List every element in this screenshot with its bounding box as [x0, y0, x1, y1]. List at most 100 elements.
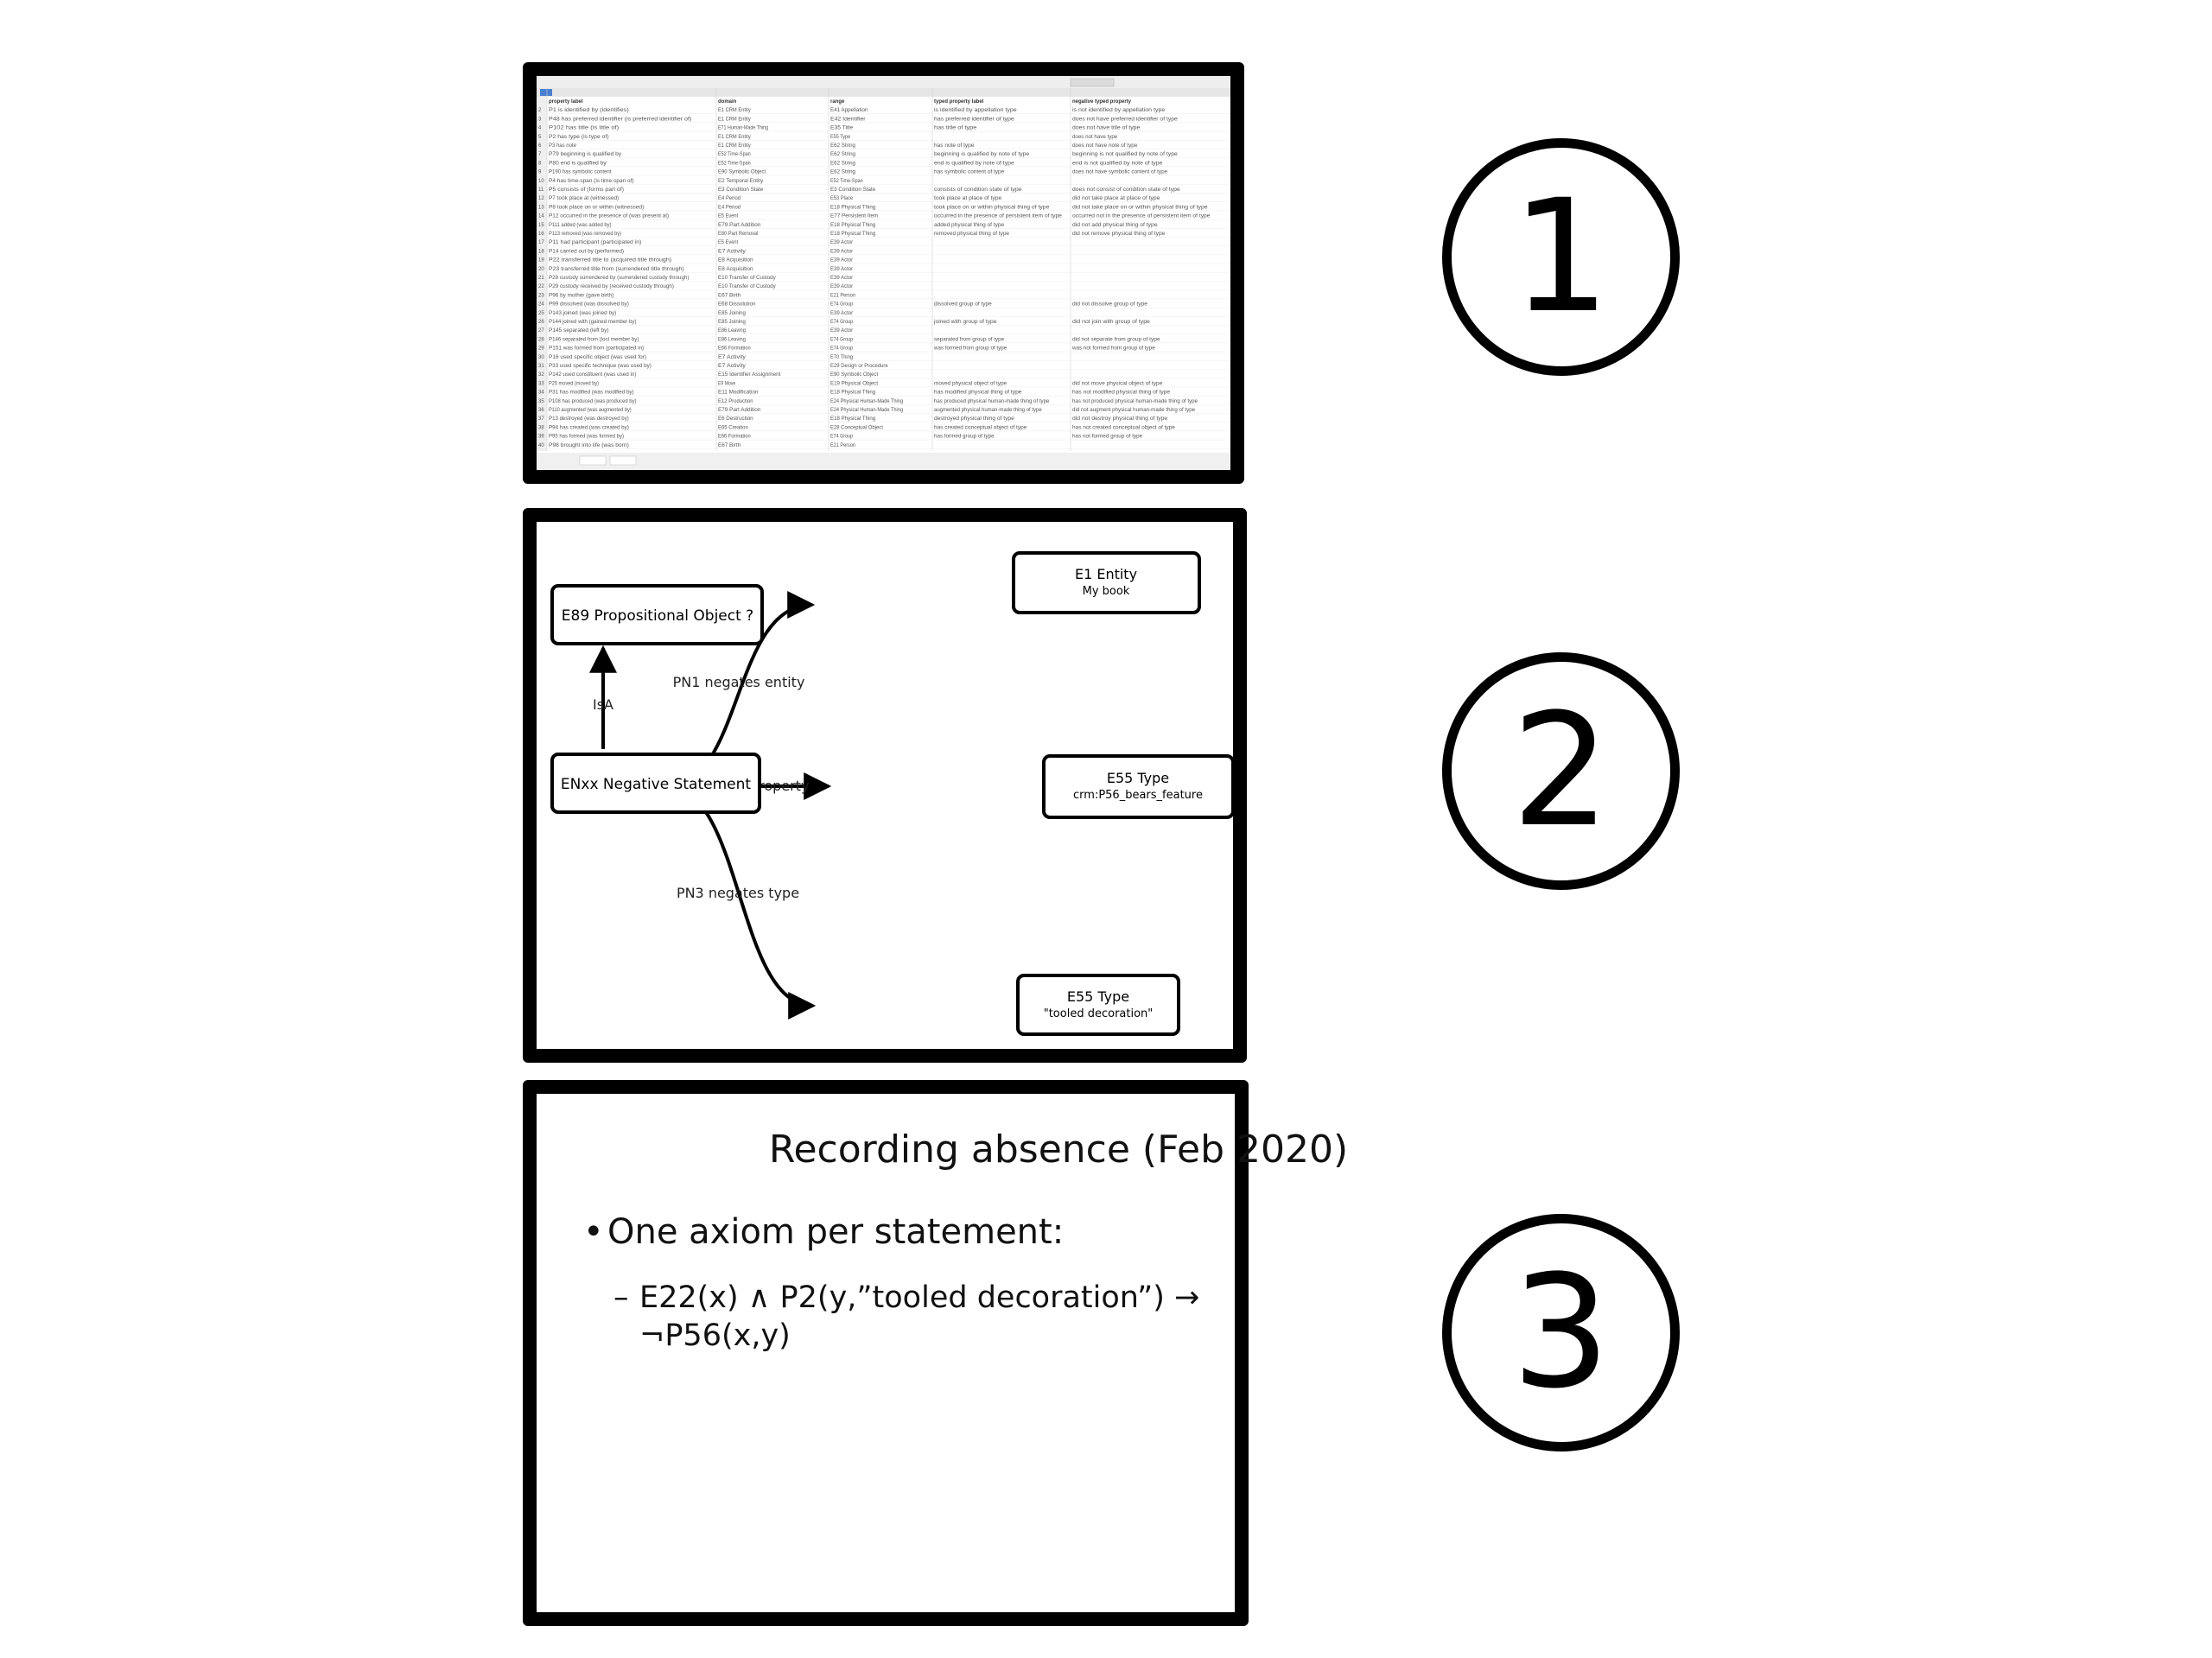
sheet-cell[interactable]: took place at place of type [934, 196, 1002, 201]
sheet-cell[interactable]: is not identified by appellation type [1072, 108, 1166, 113]
sheet-cell[interactable]: P144 joined with (gained member by) [549, 320, 637, 325]
sheet-cell[interactable]: E18 Physical Thing [830, 416, 875, 422]
sheet-cell[interactable]: E7 Activity [718, 249, 746, 254]
sheet-cell[interactable]: P96 by mother (gave birth) [549, 293, 613, 298]
sheet-cell[interactable]: P110 augmented (was augmented by) [549, 408, 632, 413]
sheet-cell[interactable]: P3 has note [549, 143, 577, 149]
sheet-cell[interactable]: E15 Identifier Assignment [718, 372, 781, 378]
sheet-cell[interactable]: has preferred identifier of type [934, 117, 1015, 122]
sheet-cell[interactable]: E62 String [830, 170, 855, 175]
sheet-cell[interactable]: P11 had participant (participated in) [549, 240, 641, 245]
sheet-cell[interactable]: P113 removed (was removed by) [549, 232, 621, 237]
sheet-cell[interactable]: P25 moved (moved by) [549, 381, 599, 386]
sheet-cell[interactable]: P151 was formed from (participated in) [549, 346, 644, 352]
sheet-cell[interactable]: E67 Birth [718, 293, 741, 298]
sheet-cell[interactable]: E39 Actor [830, 276, 853, 281]
sheet-cell[interactable]: P22 transferred title to (acquired title… [549, 258, 671, 264]
sheet-header-cell[interactable]: range [830, 99, 845, 105]
sheet-header-cell[interactable]: typed property label [934, 99, 984, 105]
sheet-cell[interactable]: P4 has time-span (is time-span of) [549, 179, 634, 184]
sheet-cell[interactable]: E3 Condition State [830, 187, 876, 193]
sheet-cell[interactable]: E67 Birth [718, 443, 741, 448]
sheet-cell[interactable]: E39 Actor [830, 311, 853, 316]
sheet-cell[interactable]: occurred not in the presence of persiste… [1072, 214, 1211, 219]
sheet-cell[interactable]: E1 CRM Entity [718, 143, 751, 149]
sheet-cell[interactable]: E74 Group [830, 320, 854, 325]
sheet-cell[interactable]: does not have type [1072, 135, 1118, 140]
sheet-cell[interactable]: E66 Formation [718, 346, 751, 352]
sheet-cell[interactable]: P142 used constituent (was used in) [549, 372, 637, 378]
sheet-cell[interactable]: E7 Activity [718, 355, 746, 360]
sheet-cell[interactable]: E18 Physical Thing [830, 391, 875, 396]
sheet-cell[interactable]: E52 Time-Span [718, 161, 751, 166]
sheet-cell[interactable]: P80 end is qualified by [549, 161, 607, 166]
sheet-cell[interactable]: did not destroy physical thing of type [1072, 416, 1168, 422]
sheet-cell[interactable]: did not augment physical human-made thin… [1072, 408, 1196, 413]
sheet-cell[interactable]: E74 Group [830, 302, 854, 308]
sheet-cell[interactable]: has created conceptual object of type [934, 425, 1027, 430]
sheet-cell[interactable]: E62 String [830, 152, 855, 157]
sheet-cell[interactable]: E39 Actor [830, 258, 853, 264]
sheet-cell[interactable]: E4 Period [718, 205, 741, 210]
sheet-cell[interactable]: moved physical object of type [934, 381, 1007, 386]
sheet-cell[interactable]: E21 Person [830, 443, 855, 448]
sheet-cell[interactable]: P7 took place at (witnessed) [549, 196, 619, 201]
sheet-cell[interactable]: E66 Formation [718, 435, 751, 440]
sheet-cell[interactable]: has note of type [934, 143, 975, 149]
sheet-cell[interactable]: P94 has created (was created by) [549, 425, 629, 430]
sheet-cell[interactable]: E77 Persistent Item [830, 214, 878, 219]
sheet-cell[interactable]: E74 Group [830, 337, 854, 342]
sheet-cell[interactable]: does not have preferred identifier of ty… [1072, 117, 1179, 122]
sheet-cell[interactable]: E52 Time-Span [718, 152, 751, 157]
sheet-cell[interactable]: E5 Event [718, 240, 739, 245]
sheet-cell[interactable]: E90 Symbolic Object [718, 170, 766, 175]
sheet-cell[interactable]: did not join with group of type [1072, 320, 1151, 325]
sheet-cell[interactable]: E80 Part Removal [718, 232, 758, 237]
sheet-header-cell[interactable]: domain [718, 99, 737, 105]
sheet-cell[interactable]: end is qualified by note of type [934, 161, 1015, 166]
sheet-cell[interactable]: E18 Physical Thing [830, 223, 875, 228]
sheet-cell[interactable]: separated from group of type [934, 337, 1005, 342]
sheet-cell[interactable]: consists of condition state of type [934, 187, 1022, 193]
sheet-cell[interactable]: E52 Time-Span [830, 179, 863, 184]
sheet-cell[interactable]: E10 Transfer of Custody [718, 284, 776, 289]
sheet-cell[interactable]: P145 separated (left by) [549, 328, 609, 334]
sheet-cell[interactable]: P111 added (was added by) [549, 223, 612, 228]
sheet-cell[interactable]: P1 is identified by (identifies) [549, 108, 629, 113]
sheet-cell[interactable]: augmented physical human-made thing of t… [934, 408, 1042, 413]
sheet-cell[interactable]: E53 Place [830, 196, 854, 201]
sheet-cell[interactable]: E39 Actor [830, 240, 853, 245]
sheet-cell[interactable]: E39 Actor [830, 328, 853, 334]
sheet-cell[interactable]: occurred in the presence of persistent i… [934, 214, 1063, 219]
sheet-cell[interactable]: E8 Acquisition [718, 267, 753, 272]
sheet-cell[interactable]: dissolved group of type [934, 302, 992, 308]
sheet-cell[interactable]: took place on or within physical thing o… [934, 205, 1050, 210]
sheet-cell[interactable]: E24 Physical Human-Made Thing [830, 408, 903, 413]
sheet-cell[interactable]: did not move physical object of type [1072, 381, 1163, 386]
sheet-cell[interactable]: E55 Type [830, 135, 851, 140]
sheet-cell[interactable]: E62 String [830, 161, 855, 166]
sheet-cell[interactable]: beginning is qualified by note of type [934, 152, 1030, 157]
sheet-cell[interactable]: is identified by appellation type [934, 108, 1017, 113]
sheet-cell[interactable]: has formed group of type [934, 435, 995, 440]
sheet-cell[interactable]: E79 Part Addition [718, 408, 760, 413]
sheet-cell[interactable]: did not dissolve group of type [1072, 302, 1148, 308]
sheet-cell[interactable]: P29 custody received by (received custod… [549, 284, 674, 289]
sheet-cell[interactable]: does not have title of type [1072, 126, 1141, 131]
sheet-cell[interactable]: did not take place on or within physical… [1072, 205, 1208, 210]
sheet-cell[interactable]: E28 Conceptual Object [830, 425, 883, 430]
sheet-cell[interactable]: E41 Appellation [830, 108, 868, 113]
sheet-cell[interactable]: E85 Joining [718, 320, 746, 325]
sheet-cell[interactable]: P190 has symbolic content [549, 170, 612, 175]
sheet-cell[interactable]: P108 has produced (was produced by) [549, 399, 637, 404]
sheet-cell[interactable]: P28 custody surrendered by (surrendered … [549, 276, 689, 281]
sheet-cell[interactable]: P146 separated from (lost member by) [549, 337, 639, 342]
sheet-cell[interactable]: E10 Transfer of Custody [718, 276, 776, 281]
sheet-cell[interactable]: end is not qualified by note of type [1072, 161, 1163, 166]
sheet-cell[interactable]: was formed from group of type [933, 346, 1007, 352]
sheet-cell[interactable]: E19 Physical Object [830, 381, 878, 386]
sheet-cell[interactable]: E42 Identifier [830, 117, 866, 122]
sheet-cell[interactable]: E39 Actor [830, 267, 853, 272]
sheet-cell[interactable]: was not formed from group of type [1071, 346, 1155, 352]
sheet-cell[interactable]: added physical thing of type [934, 223, 1005, 228]
